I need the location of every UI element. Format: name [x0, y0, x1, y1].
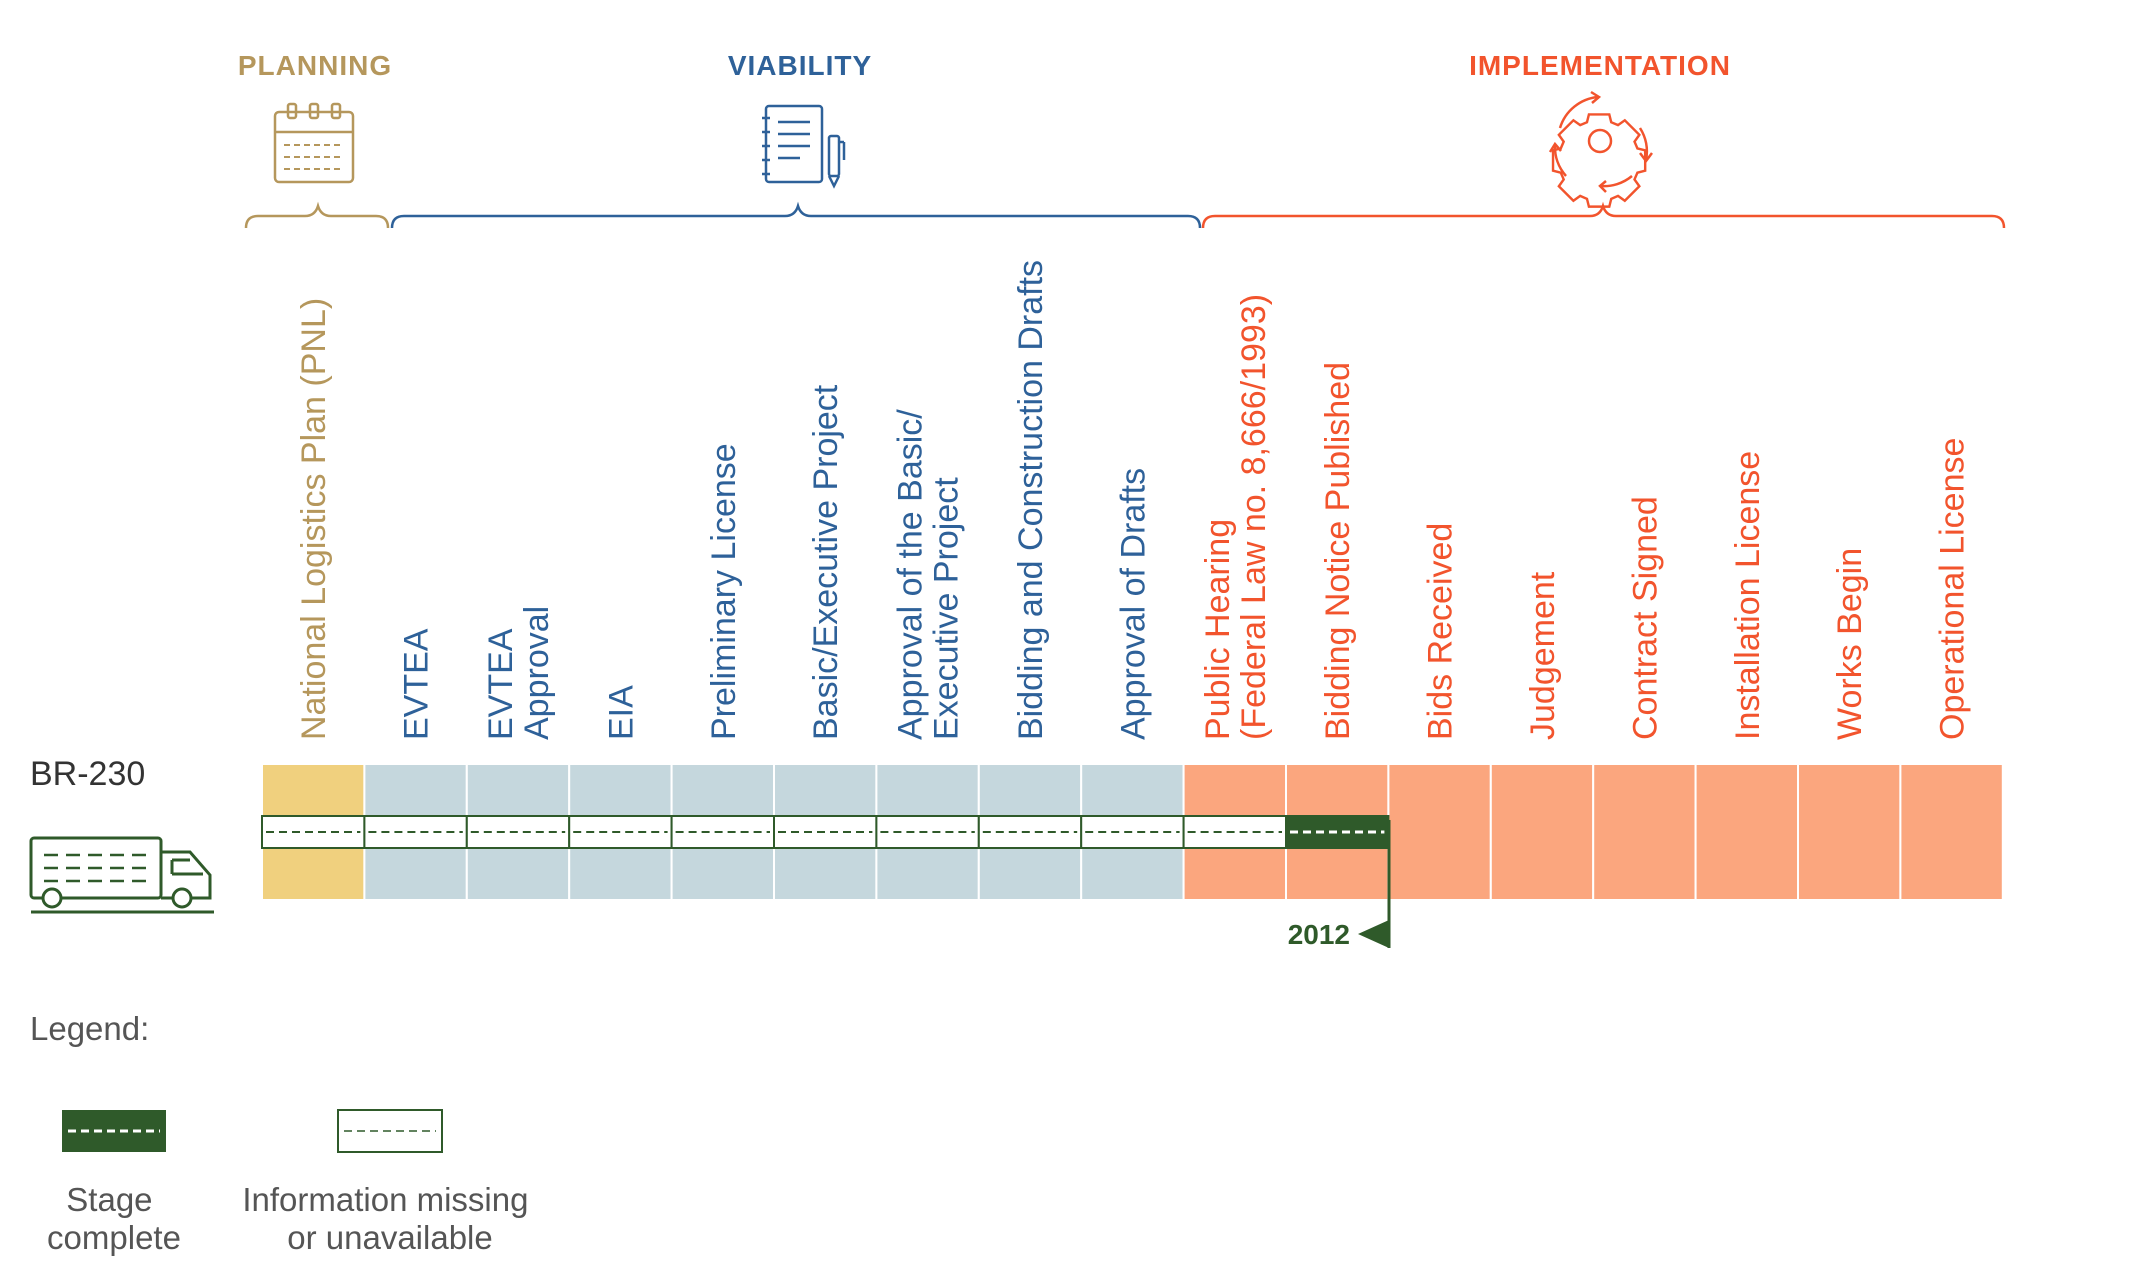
legend-swatch-complete	[62, 1110, 166, 1152]
legend-label-missing: Information missing or unavailable	[242, 1181, 537, 1256]
year-marker: 2012	[1288, 820, 1391, 950]
stage-label-pnl: National Logistics Plan (PNL)	[295, 298, 333, 740]
phase-title-viability: VIABILITY	[728, 50, 872, 81]
stage-label-operational-license: Operational License	[1934, 438, 1972, 740]
stage-label-contract-signed: Contract Signed	[1626, 496, 1664, 740]
stage-cell-works-begin	[1797, 763, 1902, 901]
stage-label-works-begin: Works Begin	[1831, 548, 1869, 740]
stage-label-bidding-construction-drafts: Bidding and Construction Drafts	[1012, 260, 1050, 740]
stage-label-approval-basic-executive: Approval of the Basic/Executive Project	[892, 409, 966, 740]
stage-label-basic-executive-project: Basic/Executive Project	[807, 384, 845, 740]
legend-title: Legend:	[30, 1010, 149, 1047]
calendar-icon	[273, 102, 355, 184]
stage-label-approval-drafts: Approval of Drafts	[1114, 468, 1152, 740]
bracket-implementation	[1201, 201, 2006, 229]
bracket-planning	[244, 201, 390, 229]
stage-label-installation-license: Installation License	[1729, 451, 1767, 740]
stage-labels: National Logistics Plan (PNL) EVTEA EVTEAA…	[295, 260, 1971, 740]
stage-cell-contract-signed	[1592, 763, 1697, 901]
stage-cell-judgement	[1489, 763, 1595, 901]
phase-title-planning: PLANNING	[238, 50, 392, 81]
stage-label-preliminary-license: Preliminary License	[705, 443, 743, 740]
phase-title-implementation: IMPLEMENTATION	[1469, 50, 1731, 81]
stage-cell-installation-license	[1694, 763, 1799, 901]
stage-cell-operational-license	[1899, 763, 2004, 901]
stage-label-evtea-approval: EVTEAApproval	[482, 606, 556, 740]
project-name: BR-230	[30, 755, 145, 793]
status-bars	[261, 815, 1390, 849]
legend-swatch-missing	[337, 1109, 443, 1153]
stage-label-evtea: EVTEA	[398, 628, 436, 740]
marker-year: 2012	[1288, 919, 1350, 950]
truck-icon	[29, 836, 214, 914]
stage-label-judgement: Judgement	[1524, 571, 1562, 740]
stage-label-bids-received: Bids Received	[1422, 523, 1460, 740]
document-pen-icon	[762, 104, 846, 189]
legend-label-complete: Stage complete	[47, 1181, 181, 1256]
flag-icon	[1358, 920, 1389, 948]
gear-cycle-icon	[1548, 90, 1653, 208]
stage-label-eia: EIA	[602, 685, 640, 740]
stage-label-bidding-notice: Bidding Notice Published	[1319, 362, 1357, 740]
stage-cell-bids-received	[1387, 763, 1492, 901]
stage-label-public-hearing: Public Hearing(Federal Law no. 8,666/199…	[1199, 294, 1273, 740]
bracket-viability	[390, 201, 1202, 229]
